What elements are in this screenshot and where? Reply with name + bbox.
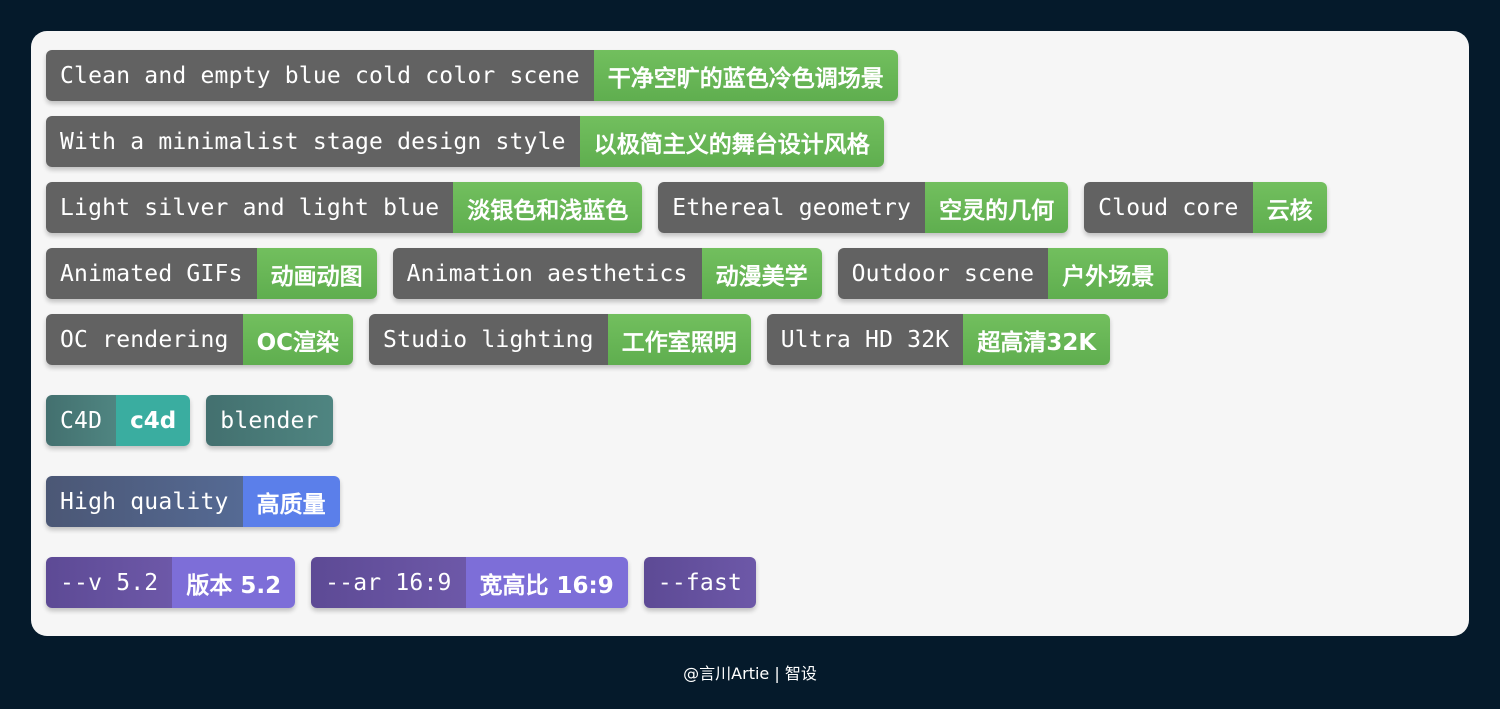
tag-english-label: --fast <box>643 557 757 608</box>
tag-chinese-label: 高质量 <box>242 476 340 527</box>
prompt-tag-blender[interactable]: blender <box>206 395 333 446</box>
tag-english-label: Light silver and light blue <box>46 182 454 233</box>
tag-chinese-label: 宽高比 16:9 <box>465 557 628 608</box>
tag-english-label: High quality <box>46 476 243 527</box>
tag-row-quality: High quality 高质量 <box>46 476 1454 527</box>
tag-chinese-label: 版本 5.2 <box>172 557 296 608</box>
tag-chinese-label: 超高清32K <box>963 314 1111 365</box>
tag-row-5: OC rendering OC渲染 Studio lighting 工作室照明 … <box>46 314 1454 365</box>
prompt-tag-light-silver-blue[interactable]: Light silver and light blue 淡银色和浅蓝色 <box>46 182 643 233</box>
tag-row-1: Clean and empty blue cold color scene 干净… <box>46 50 1454 101</box>
tag-english-label: Clean and empty blue cold color scene <box>46 50 594 101</box>
tag-english-label: Animated GIFs <box>46 248 257 299</box>
tag-row-parameters: --v 5.2 版本 5.2 --ar 16:9 宽高比 16:9 --fast <box>46 557 1454 608</box>
tag-row-software: C4D c4d blender <box>46 395 1454 446</box>
prompt-tag-minimalist-stage[interactable]: With a minimalist stage design style 以极简… <box>46 116 884 167</box>
tag-english-label: With a minimalist stage design style <box>46 116 580 167</box>
param-tag-aspect-ratio[interactable]: --ar 16:9 宽高比 16:9 <box>311 557 628 608</box>
tag-chinese-label: 空灵的几何 <box>925 182 1069 233</box>
tag-english-label: blender <box>206 395 333 446</box>
param-tag-fast[interactable]: --fast <box>643 557 757 608</box>
tag-english-label: C4D <box>46 395 117 446</box>
prompt-tag-ultra-hd-32k[interactable]: Ultra HD 32K 超高清32K <box>766 314 1111 365</box>
tag-chinese-label: 干净空旷的蓝色冷色调场景 <box>593 50 898 101</box>
tag-english-label: OC rendering <box>46 314 243 365</box>
tag-chinese-label: 工作室照明 <box>607 314 751 365</box>
tag-english-label: Cloud core <box>1084 182 1253 233</box>
prompt-tag-animation-aesthetics[interactable]: Animation aesthetics 动漫美学 <box>392 248 822 299</box>
tag-english-label: Studio lighting <box>369 314 608 365</box>
prompt-tag-high-quality[interactable]: High quality 高质量 <box>46 476 340 527</box>
tag-row-4: Animated GIFs 动画动图 Animation aesthetics … <box>46 248 1454 299</box>
prompt-tag-studio-lighting[interactable]: Studio lighting 工作室照明 <box>369 314 751 365</box>
tag-english-label: Outdoor scene <box>837 248 1049 299</box>
prompt-tag-cloud-core[interactable]: Cloud core 云核 <box>1084 182 1327 233</box>
prompt-tags-panel: Clean and empty blue cold color scene 干净… <box>31 31 1469 636</box>
tag-row-2: With a minimalist stage design style 以极简… <box>46 116 1454 167</box>
param-tag-version[interactable]: --v 5.2 版本 5.2 <box>46 557 296 608</box>
tag-chinese-label: 以极简主义的舞台设计风格 <box>579 116 884 167</box>
prompt-tag-ethereal-geometry[interactable]: Ethereal geometry 空灵的几何 <box>658 182 1069 233</box>
tag-chinese-label: 动画动图 <box>256 248 377 299</box>
tag-english-label: Ultra HD 32K <box>766 314 964 365</box>
tag-english-label: --ar 16:9 <box>311 557 466 608</box>
author-credit: @言川Artie | 智设 <box>683 664 817 683</box>
tag-english-label: Ethereal geometry <box>658 182 926 233</box>
tag-chinese-label: 云核 <box>1252 182 1327 233</box>
prompt-tag-animated-gifs[interactable]: Animated GIFs 动画动图 <box>46 248 377 299</box>
tag-chinese-label: c4d <box>116 395 191 446</box>
tag-chinese-label: 动漫美学 <box>701 248 822 299</box>
prompt-tag-clean-empty-scene[interactable]: Clean and empty blue cold color scene 干净… <box>46 50 898 101</box>
tag-english-label: Animation aesthetics <box>392 248 702 299</box>
tag-english-label: --v 5.2 <box>46 557 173 608</box>
tag-chinese-label: 淡银色和浅蓝色 <box>453 182 643 233</box>
tag-row-3: Light silver and light blue 淡银色和浅蓝色 Ethe… <box>46 182 1454 233</box>
prompt-tag-c4d[interactable]: C4D c4d <box>46 395 191 446</box>
tag-chinese-label: 户外场景 <box>1048 248 1169 299</box>
prompt-tag-oc-rendering[interactable]: OC rendering OC渲染 <box>46 314 354 365</box>
prompt-tag-outdoor-scene[interactable]: Outdoor scene 户外场景 <box>837 248 1169 299</box>
tag-chinese-label: OC渲染 <box>242 314 354 365</box>
